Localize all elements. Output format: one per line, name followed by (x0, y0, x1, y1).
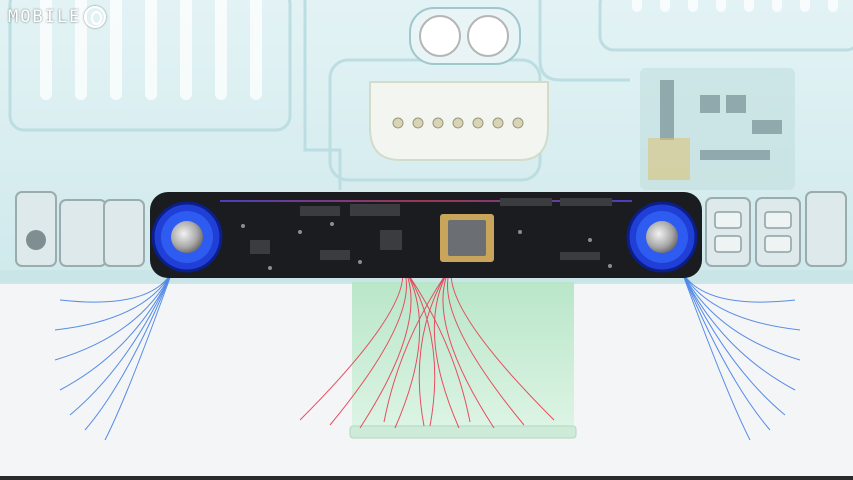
cool-airflow (54, 271, 801, 441)
logic-board (150, 192, 702, 278)
chip-icon (440, 214, 494, 262)
watermark-text: MOBILE (8, 7, 82, 27)
stand (349, 282, 577, 439)
fan-icon (151, 201, 223, 273)
bottom-edge (0, 476, 853, 480)
watermark: MOBILE (8, 6, 107, 28)
fan-icon (626, 201, 698, 273)
mobile01-logo-icon (84, 6, 107, 28)
